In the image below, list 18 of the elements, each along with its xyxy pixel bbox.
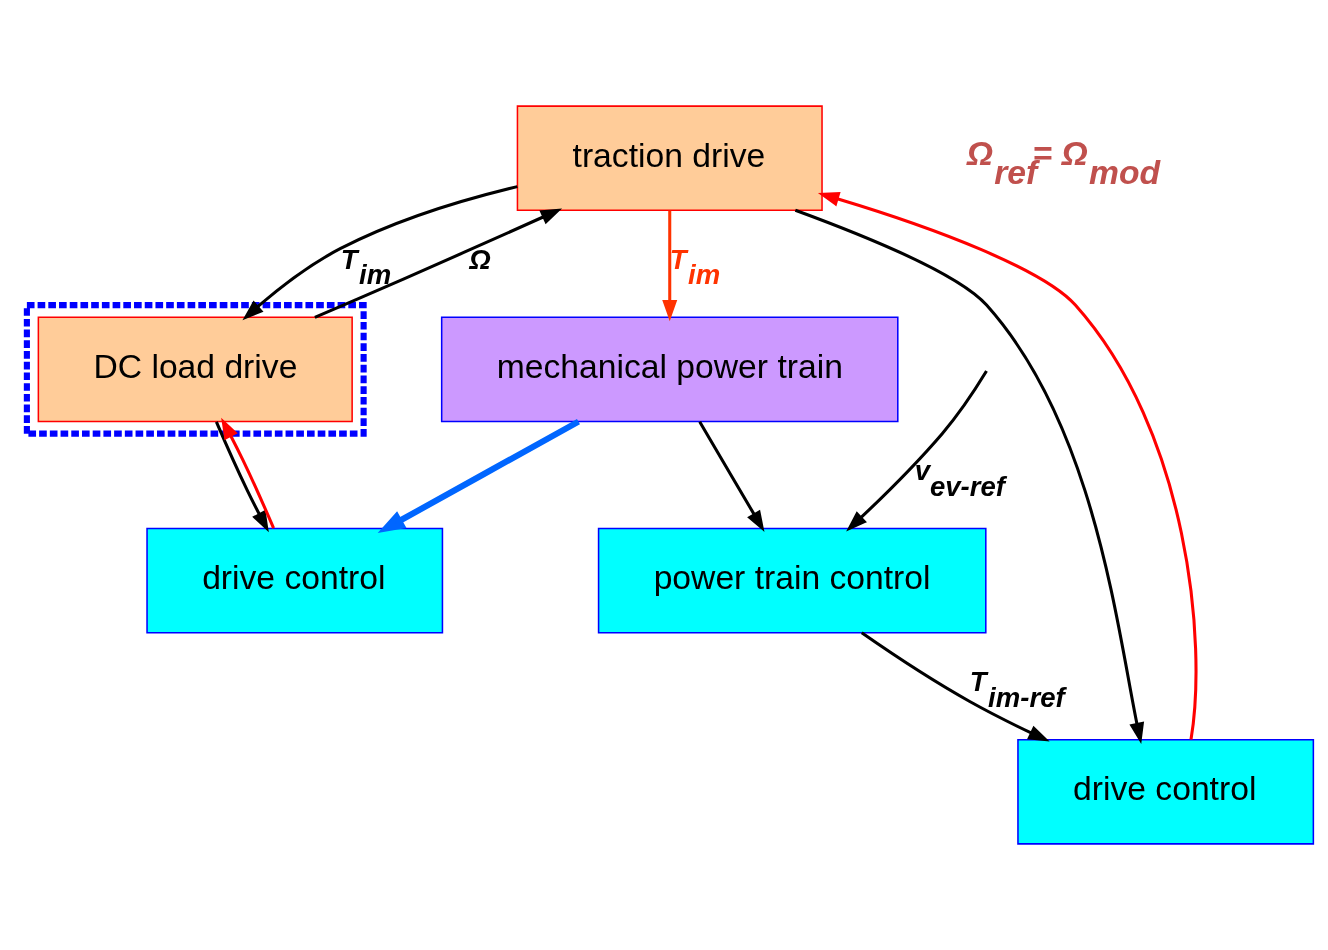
arrow bbox=[817, 191, 1198, 740]
arrow bbox=[242, 185, 518, 321]
arrow bbox=[846, 370, 988, 532]
node-box: power train control bbox=[597, 527, 987, 634]
arrow bbox=[221, 417, 275, 529]
arrow bbox=[215, 421, 269, 533]
node-box: drive control bbox=[1017, 739, 1315, 845]
node-box: mechanical power train bbox=[440, 316, 899, 423]
arrow bbox=[698, 421, 765, 532]
node-box: traction drive bbox=[516, 105, 823, 211]
arrow bbox=[314, 208, 563, 319]
arrow bbox=[860, 631, 1050, 742]
node-box: drive control bbox=[146, 527, 444, 634]
node-box: DC load drive bbox=[37, 316, 353, 423]
arrow bbox=[377, 418, 580, 534]
arrow bbox=[794, 208, 1145, 744]
edge-label: Ω bbox=[469, 243, 491, 275]
arrow bbox=[662, 210, 678, 322]
